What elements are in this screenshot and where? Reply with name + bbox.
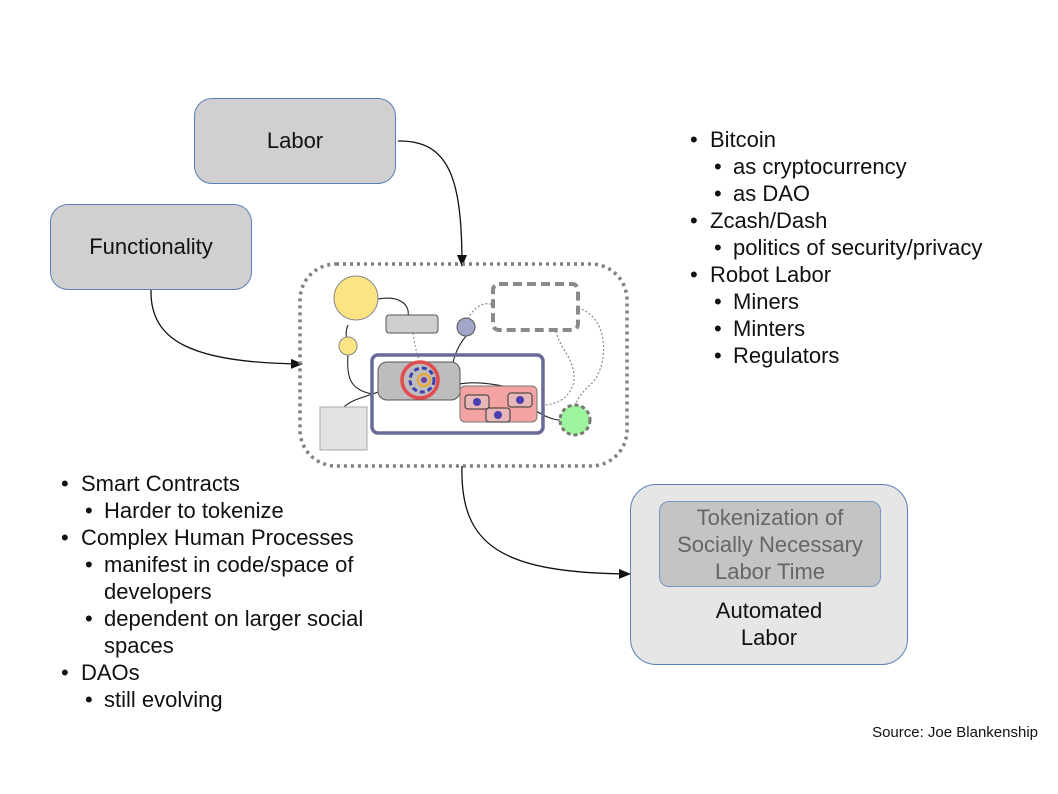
network-dashed-node (491, 282, 580, 332)
labor-label: Labor (266, 128, 324, 153)
arrow-network-to-automated (461, 465, 631, 579)
network-ring-outer (400, 360, 440, 400)
list-item: DAOs still evolving (57, 659, 397, 713)
network-node-green (558, 403, 592, 437)
list-subitem: Miners (710, 288, 982, 315)
network-node-yellow-small (338, 336, 358, 356)
network-red-dot (516, 396, 524, 404)
network-ring-mid (408, 366, 436, 394)
automated-labor-box: Tokenization of Socially Necessary Labor… (630, 484, 908, 665)
list-item: Smart Contracts Harder to tokenize (57, 470, 397, 524)
arrow-labor-to-network (397, 140, 467, 267)
network-link (412, 332, 425, 373)
labor-box: Labor (194, 98, 396, 184)
functionality-box: Functionality (50, 204, 252, 290)
list-subitem: Minters (710, 315, 982, 342)
tokenization-box: Tokenization of Socially Necessary Labor… (659, 501, 881, 587)
list-subitem: still evolving (81, 686, 397, 713)
network-ring-core (421, 377, 427, 383)
network-node-gray-bar (385, 314, 439, 334)
list-subitem: as cryptocurrency (710, 153, 982, 180)
network-red-dot (473, 398, 481, 406)
network-node-blue (456, 317, 476, 337)
network-link (541, 330, 575, 406)
list-item: Zcash/Dash politics of security/privacy (686, 207, 982, 261)
network-ring-inner (417, 373, 431, 387)
network-node-yellow-large (333, 275, 379, 321)
list-subitem: as DAO (710, 180, 982, 207)
network-diagram (298, 262, 629, 468)
network-link (347, 354, 373, 395)
right-bullet-list: Bitcoin as cryptocurrency as DAO Zcash/D… (686, 126, 982, 369)
list-subitem: Harder to tokenize (81, 497, 397, 524)
list-subitem: politics of security/privacy (710, 234, 982, 261)
list-item: Complex Human Processes manifest in code… (57, 524, 397, 659)
list-subitem: dependent on larger social spaces (81, 605, 397, 659)
network-node-gray-square (319, 406, 368, 451)
network-link (377, 297, 409, 317)
network-inner-frame (370, 353, 545, 435)
network-red-dot (494, 411, 502, 419)
list-subitem: manifest in code/space of developers (81, 551, 397, 605)
network-link (342, 391, 379, 409)
network-link (534, 409, 561, 421)
functionality-label: Functionality (89, 234, 213, 259)
left-bullet-list: Smart Contracts Harder to tokenize Compl… (57, 470, 397, 713)
network-outer-frame (298, 262, 629, 468)
source-credit: Source: Joe Blankenship (872, 724, 1038, 741)
list-item: Robot Labor Miners Minters Regulators (686, 261, 982, 369)
list-item: Bitcoin as cryptocurrency as DAO (686, 126, 982, 207)
list-subitem: Regulators (710, 342, 982, 369)
arrow-functionality-to-network (150, 289, 303, 369)
automated-labor-label: Automated Labor (715, 598, 823, 650)
